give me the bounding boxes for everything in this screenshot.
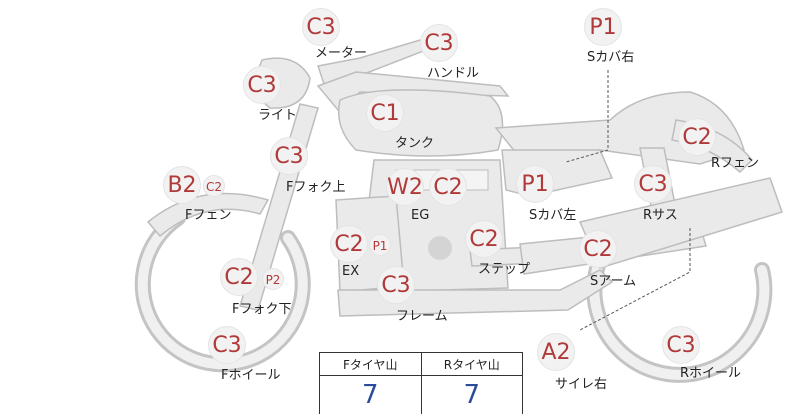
part-label-f-fender: Fフェン — [185, 208, 232, 223]
sub-grade-badge-f-fender: C2 — [203, 175, 225, 197]
part-label-handle: ハンドル — [427, 66, 480, 81]
rear-tire-value: 7 — [420, 375, 523, 414]
grade-badge-s-arm: C2 — [579, 230, 617, 268]
part-label-s-arm: Sアーム — [590, 274, 637, 289]
grade-badge-f-fork-lower: C2 — [220, 258, 258, 296]
grade-badge-tank: C1 — [366, 94, 404, 132]
grade-badge-step: C2 — [465, 220, 503, 258]
part-label-r-wheel: Rホイール — [680, 366, 742, 381]
grade-badge-r-suspension: C3 — [634, 165, 672, 203]
grade-badge-silencer-r: A2 — [537, 333, 575, 371]
grade-badge-light: C3 — [243, 66, 281, 104]
grade-badge-f-fork-upper: C3 — [270, 137, 308, 175]
part-label-r-suspension: Rサス — [643, 208, 678, 223]
frame-lower-shape — [337, 269, 614, 317]
grade-badge-engine: W2 — [386, 168, 424, 206]
grade-badge-meter: C3 — [302, 8, 340, 46]
leader-silencer — [579, 228, 691, 331]
front-tire-value: 7 — [319, 375, 422, 414]
grade-badge-r-wheel: C3 — [662, 326, 700, 364]
part-label-f-fork-lower: Fフォク下 — [232, 302, 292, 317]
part-label-s-cover-l: Sカバ左 — [529, 208, 577, 223]
part-label-f-wheel: Fホイール — [221, 368, 281, 383]
part-label-light: ライト — [258, 108, 298, 123]
grade-badge-s-cover-r: P1 — [584, 8, 622, 46]
grade-badge-frame: C3 — [377, 266, 415, 304]
part-label-engine: EG — [411, 208, 430, 223]
tire-tread-table: Fタイヤ山 Rタイヤ山 7 7 — [319, 352, 523, 414]
part-label-f-fork-upper: Fフォク上 — [286, 180, 346, 195]
part-label-step: ステップ — [478, 262, 531, 277]
leader-s-cover-r — [565, 70, 609, 163]
sub-grade-badge-engine: C2 — [429, 168, 467, 206]
front-tire-header: Fタイヤ山 — [319, 352, 422, 376]
grade-badge-f-wheel: C3 — [208, 326, 246, 364]
part-label-frame: フレーム — [396, 309, 448, 324]
grade-badge-handle: C3 — [420, 24, 458, 62]
sub-grade-badge-f-fork-lower: P2 — [262, 268, 284, 290]
part-label-tank: タンク — [395, 136, 435, 151]
rear-tire-header: Rタイヤ山 — [420, 352, 523, 376]
grade-badge-f-fender: B2 — [163, 166, 201, 204]
part-label-silencer-r: サイレ右 — [555, 377, 608, 392]
part-label-exhaust: EX — [342, 264, 360, 279]
part-label-s-cover-r: Sカバ右 — [587, 50, 635, 65]
grade-badge-exhaust: C2 — [330, 225, 368, 263]
grade-badge-s-cover-l: P1 — [516, 165, 554, 203]
sub-grade-badge-exhaust: P1 — [369, 234, 391, 256]
part-label-meter: メーター — [315, 46, 368, 61]
engine-case — [428, 236, 452, 260]
part-label-r-fender: Rフェン — [711, 156, 760, 171]
grade-badge-r-fender: C2 — [678, 118, 716, 156]
